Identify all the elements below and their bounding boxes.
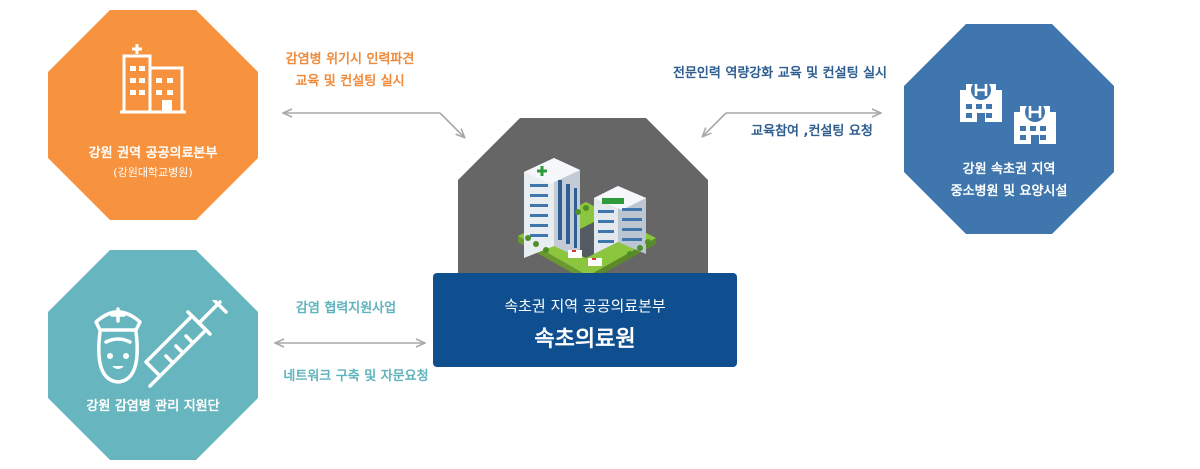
link-label-top-right-outgoing: 전문인력 역량강화 교육 및 컨설팅 실시 <box>673 66 887 81</box>
node-subtitle: (강원대학교병원) <box>113 166 193 179</box>
link-label-bottom-left-upper: 감염 협력지원사업 <box>295 301 397 316</box>
octagon-shape <box>48 10 258 220</box>
hospital-campus-illustration <box>458 118 708 298</box>
octagon-shape <box>904 24 1114 234</box>
node-title: 강원 감염병 관리 지원단 <box>86 399 220 414</box>
node-title: 강원 권역 공공의료본부 <box>88 146 218 161</box>
node-title-line1: 강원 속초권 지역 <box>962 162 1056 177</box>
link-label-top-left-line2: 교육 및 컨설팅 실시 <box>295 74 405 89</box>
arrow-to-center-from-right <box>703 112 727 136</box>
center-title: 속초의료원 <box>534 327 636 352</box>
link-label-top-left-line1: 감염병 위기시 인력파견 <box>285 52 415 67</box>
hospital-buildings-icon <box>960 80 1056 144</box>
node-gangwon-regional-public-medical-hq: 강원 권역 공공의료본부 (강원대학교병원) <box>48 10 258 220</box>
arrow-to-center-from-left <box>439 112 464 137</box>
hospital-building-icon <box>120 44 186 114</box>
node-sokcho-medical-center: 속초권 지역 공공의료본부 속초의료원 <box>433 273 737 367</box>
link-label-bottom-left-lower: 네트워크 구축 및 자문요청 <box>283 369 429 384</box>
node-gangwon-infectious-disease-support-team: 강원 감염병 관리 지원단 <box>48 250 258 460</box>
node-title-line2: 중소병원 및 요양시설 <box>950 184 1068 199</box>
center-subtitle: 속초권 지역 공공의료본부 <box>504 297 666 315</box>
node-sokcho-regional-hospitals-and-care-facilities: 강원 속초권 지역 중소병원 및 요양시설 <box>904 24 1114 234</box>
link-label-top-right-incoming: 교육참여 ,컨설팅 요청 <box>751 124 873 139</box>
nurse-syringe-icon <box>94 300 228 388</box>
